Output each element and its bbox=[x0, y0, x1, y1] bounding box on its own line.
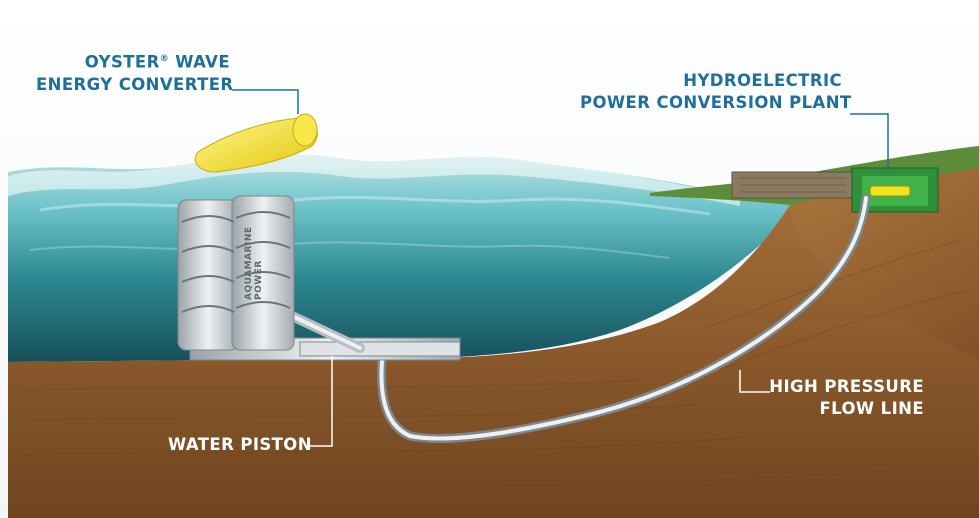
seabed bbox=[8, 166, 979, 518]
oyster-label-word: OYSTER bbox=[84, 52, 160, 72]
oyster-label-line-2: ENERGY CONVERTER bbox=[36, 74, 234, 94]
hydro-leader-line bbox=[850, 113, 889, 172]
wave-foam-2 bbox=[39, 195, 711, 216]
oyster-label: OYSTER® WAVE ENERGY CONVERTER bbox=[36, 48, 234, 96]
flow-leader-line bbox=[739, 370, 770, 393]
oyster-label-line-1: OYSTER® WAVE bbox=[36, 48, 230, 74]
flow-line-pipe-highlight bbox=[379, 196, 868, 441]
leader-lines bbox=[232, 89, 889, 172]
brand-line-1: AQUAMARINE bbox=[244, 226, 254, 301]
registered-mark: ® bbox=[159, 54, 170, 64]
brand-line-2: POWER bbox=[254, 260, 264, 300]
wave-foam-3 bbox=[29, 241, 671, 259]
oyster-device bbox=[177, 195, 295, 351]
oyster-leader-line bbox=[232, 89, 299, 114]
hydro-label-line-2: POWER CONVERSION PLANT bbox=[580, 93, 852, 112]
piston-leader-line bbox=[306, 356, 333, 447]
hydro-label-line-1: HYDROELECTRIC bbox=[683, 71, 842, 90]
wave-foam bbox=[8, 151, 740, 206]
aquamarine-brand: AQUAMARINE POWER bbox=[244, 227, 264, 301]
flow-label: HIGH PRESSURE FLOW LINE bbox=[760, 376, 924, 420]
hydro-label: HYDROELECTRIC POWER CONVERSION PLANT bbox=[580, 70, 852, 114]
hill-shading bbox=[790, 166, 979, 360]
oyster-label-tail: WAVE bbox=[169, 52, 230, 72]
flow-label-line-1: HIGH PRESSURE bbox=[769, 377, 924, 396]
piston-label-line-1: WATER PISTON bbox=[168, 435, 312, 454]
oyster-flap bbox=[194, 113, 318, 173]
flow-label-line-2: FLOW LINE bbox=[819, 399, 924, 418]
piston-label: WATER PISTON bbox=[168, 434, 312, 456]
